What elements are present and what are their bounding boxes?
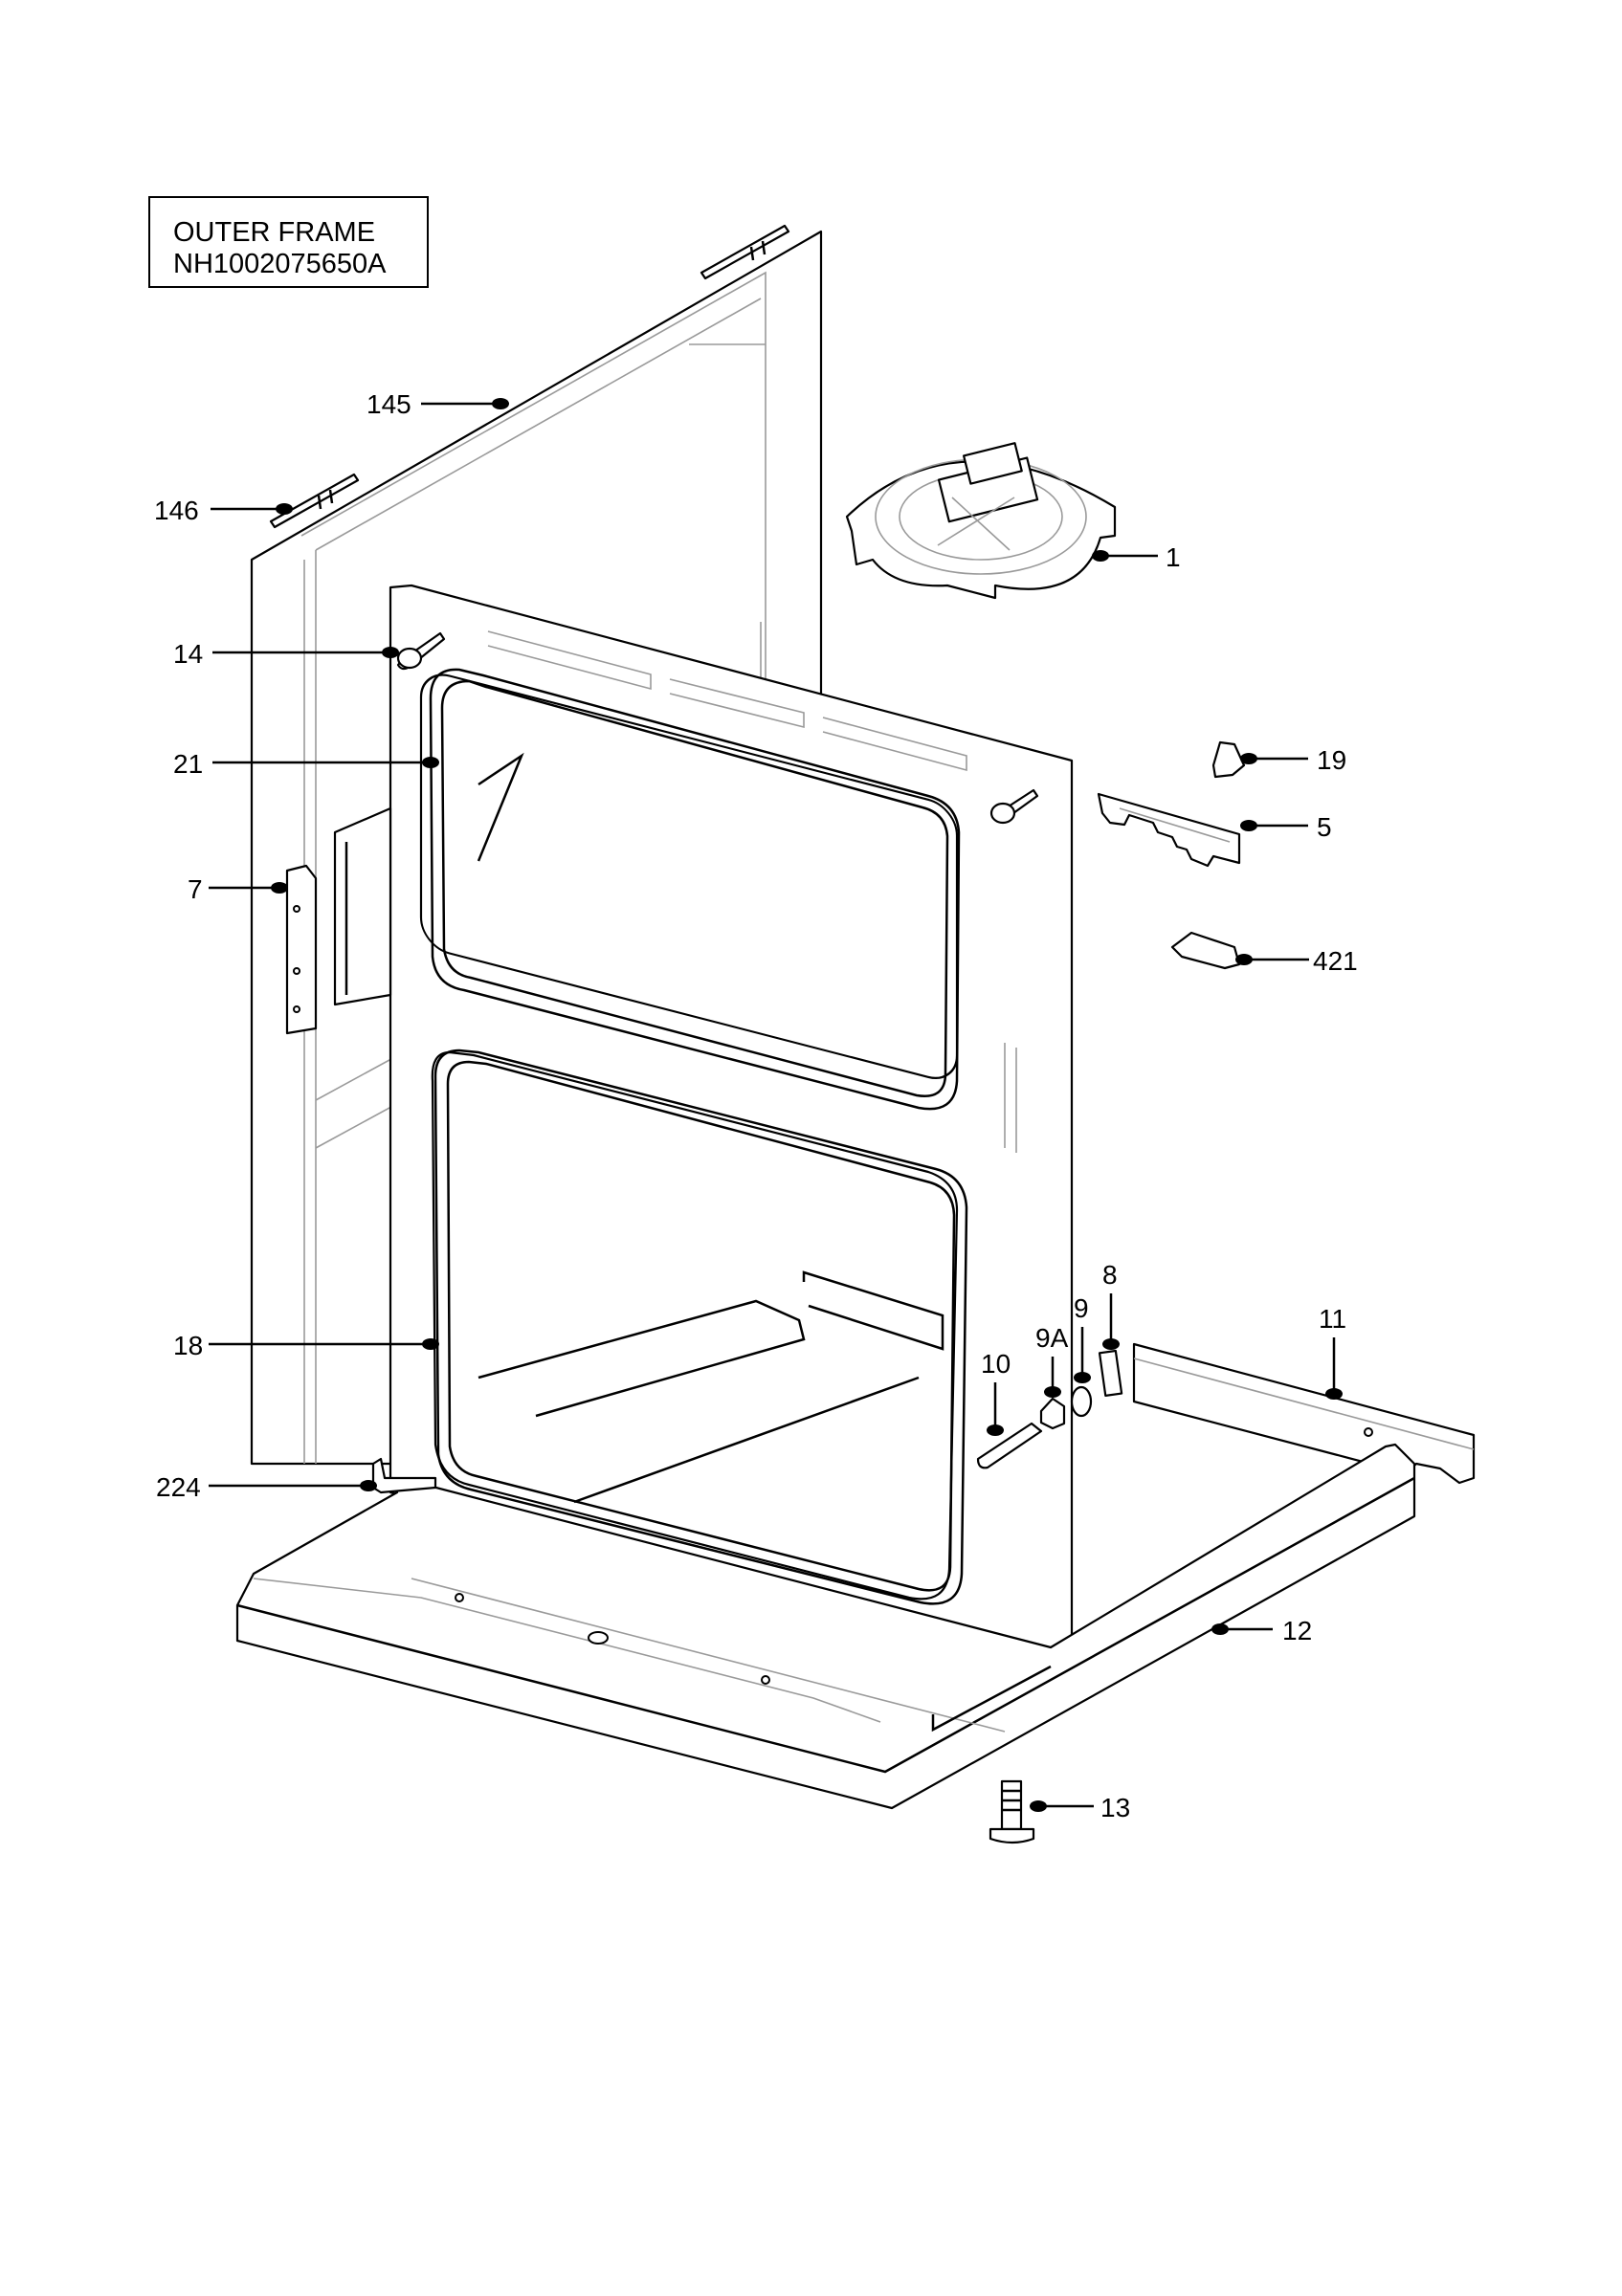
front-frame [389, 584, 1074, 1668]
callout-9: 9 [1074, 1293, 1089, 1323]
locating-pin-left [396, 631, 446, 671]
cavity-interior-lines [477, 752, 944, 1504]
hinge [285, 806, 392, 1035]
top-rail-clip-left [269, 473, 360, 529]
clip [1211, 740, 1246, 779]
base-frame [235, 1443, 1416, 1810]
callout-10: 10 [981, 1349, 1011, 1379]
title-line-2: NH1002075650A [173, 249, 387, 279]
callout-leaders [209, 402, 1336, 1808]
callout-1: 1 [1166, 542, 1181, 572]
upper-door-seal [429, 668, 961, 1111]
side-rail [1132, 1342, 1476, 1485]
callout-13: 13 [1100, 1793, 1130, 1822]
title-box: OUTER FRAME NH1002075650A [148, 196, 429, 288]
callout-12: 12 [1282, 1616, 1312, 1645]
callout-421: 421 [1313, 946, 1358, 976]
probe [976, 1422, 1043, 1469]
small-bracket [1170, 931, 1241, 970]
callout-dots [271, 398, 1343, 1812]
callout-14: 14 [173, 639, 203, 669]
title-line-1: OUTER FRAME [173, 217, 376, 248]
locating-pin-right [989, 788, 1039, 825]
nut [1039, 1397, 1066, 1430]
callout-11: 11 [1319, 1304, 1346, 1334]
fan-assembly [845, 442, 1117, 600]
callout-21: 21 [173, 749, 203, 779]
leveling-foot [989, 1779, 1035, 1844]
callout-224: 224 [156, 1472, 201, 1502]
callout-labels: 145 146 14 21 7 18 224 1 19 5 421 8 9 9A… [154, 389, 1358, 1822]
lower-door-seal [433, 1049, 968, 1605]
top-rail-clip-right [700, 224, 790, 280]
callout-146: 146 [154, 496, 199, 525]
callout-5: 5 [1317, 812, 1332, 842]
sensor-bracket [1098, 1349, 1123, 1397]
callout-145: 145 [367, 389, 411, 419]
callout-18: 18 [173, 1331, 203, 1360]
o-ring [1070, 1385, 1093, 1418]
bracket-strip [1097, 792, 1241, 868]
callout-9a: 9A [1035, 1323, 1069, 1353]
callout-19: 19 [1317, 745, 1346, 775]
callout-7: 7 [188, 874, 203, 904]
callout-8: 8 [1102, 1260, 1118, 1290]
